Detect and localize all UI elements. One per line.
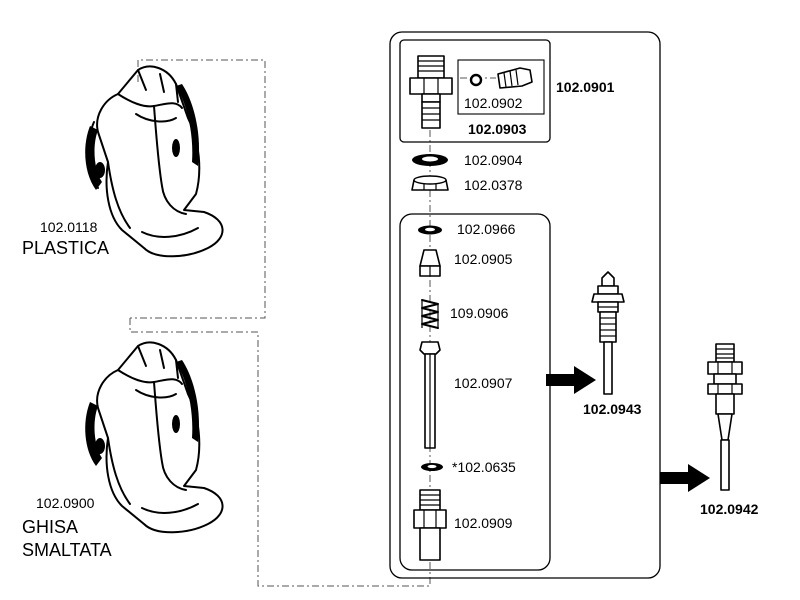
pin-drawing (419, 341, 441, 449)
bracket-cast-iron-drawing (85, 341, 224, 534)
head-group-code: 102.0901 (556, 79, 615, 95)
connector-lines (129, 59, 496, 587)
valve-plug-code: 102.0905 (454, 251, 513, 267)
assembly-0942-code: 102.0942 (700, 501, 759, 517)
assembly-0943-drawing (591, 271, 625, 395)
spring-drawing (421, 299, 439, 329)
inner-group-box (399, 213, 551, 571)
screw-code: 102.0902 (464, 95, 523, 111)
nut-drawing (411, 175, 449, 191)
bracket-plastic-drawing (85, 65, 224, 258)
bracket-plastic-material: PLASTICA (22, 238, 109, 258)
head-fitting-drawing (409, 55, 453, 129)
o-ring-drawing (421, 463, 443, 471)
washer-drawing (412, 154, 448, 166)
bracket-cast-iron-material-line1: GHISA (22, 517, 78, 537)
assembly-0942-drawing (707, 343, 743, 491)
washer-code: 102.0904 (464, 152, 523, 168)
pin-code: 102.0907 (454, 375, 513, 391)
body-drawing (413, 489, 447, 561)
assembly-0943-code: 102.0943 (583, 401, 642, 417)
seal-ring-drawing (418, 225, 442, 235)
arrow-to-assembly-2 (660, 464, 710, 492)
bracket-cast-iron-material-line2: SMALTATA (22, 540, 112, 560)
body-code: 102.0909 (454, 515, 513, 531)
screw-subgroup-box (457, 59, 545, 115)
nut-code: 102.0378 (464, 177, 523, 193)
o-ring-code: *102.0635 (452, 459, 516, 475)
head-group-box (399, 39, 551, 143)
bracket-cast-iron-code: 102.0900 (36, 495, 95, 511)
bracket-plastic-code: 102.0118 (40, 219, 98, 235)
arrow-to-assembly-1 (546, 366, 596, 394)
seal-ring-code: 102.0966 (457, 221, 516, 237)
spring-code: 109.0906 (450, 305, 509, 321)
screw-drawing (469, 67, 533, 89)
head-fitting-code: 102.0903 (468, 121, 527, 137)
valve-plug-drawing (419, 249, 441, 277)
valve-assembly-frame (389, 31, 661, 579)
